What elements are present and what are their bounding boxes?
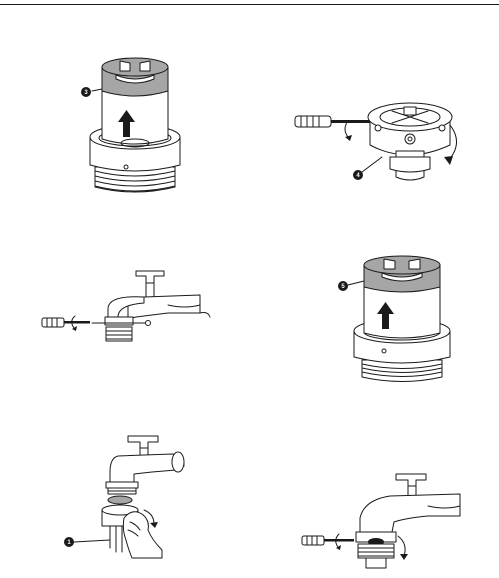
arrowhead xyxy=(150,522,158,528)
figure-tighten-on-faucet xyxy=(300,470,470,570)
gray-guide xyxy=(102,58,168,96)
header-rule xyxy=(0,4,499,5)
adapter-on-faucet xyxy=(356,532,396,568)
figure-loosen-screws: 4 xyxy=(292,95,467,195)
faucet-icon xyxy=(360,474,460,532)
figure-guide-removal-1: 3 xyxy=(80,55,190,200)
figure-hand-threading: 1 xyxy=(62,430,192,560)
adapter-on-faucet xyxy=(106,482,138,494)
figure-attach-to-faucet xyxy=(40,265,215,350)
gray-guide xyxy=(364,256,440,292)
hand xyxy=(123,512,162,558)
callout-1: 1 xyxy=(64,537,110,547)
screwdriver-icon xyxy=(42,318,90,327)
screwdriver-icon xyxy=(302,536,354,545)
arrowhead xyxy=(444,156,453,165)
faucet-icon xyxy=(108,271,210,319)
rotate-arrow-icon xyxy=(345,121,348,137)
callout-4: 4 xyxy=(353,157,382,180)
arrowhead xyxy=(400,554,408,560)
adapter-on-faucet xyxy=(92,317,151,341)
screwdriver-icon xyxy=(295,116,371,127)
turn-arrow-icon xyxy=(398,536,405,556)
faucet-icon xyxy=(110,436,184,482)
callout-3: 3 xyxy=(81,87,102,97)
callout-5: 5 xyxy=(338,281,364,291)
arrowhead xyxy=(345,135,352,141)
figure-guide-removal-2: 5 xyxy=(340,255,460,390)
adapter-body xyxy=(368,103,452,180)
